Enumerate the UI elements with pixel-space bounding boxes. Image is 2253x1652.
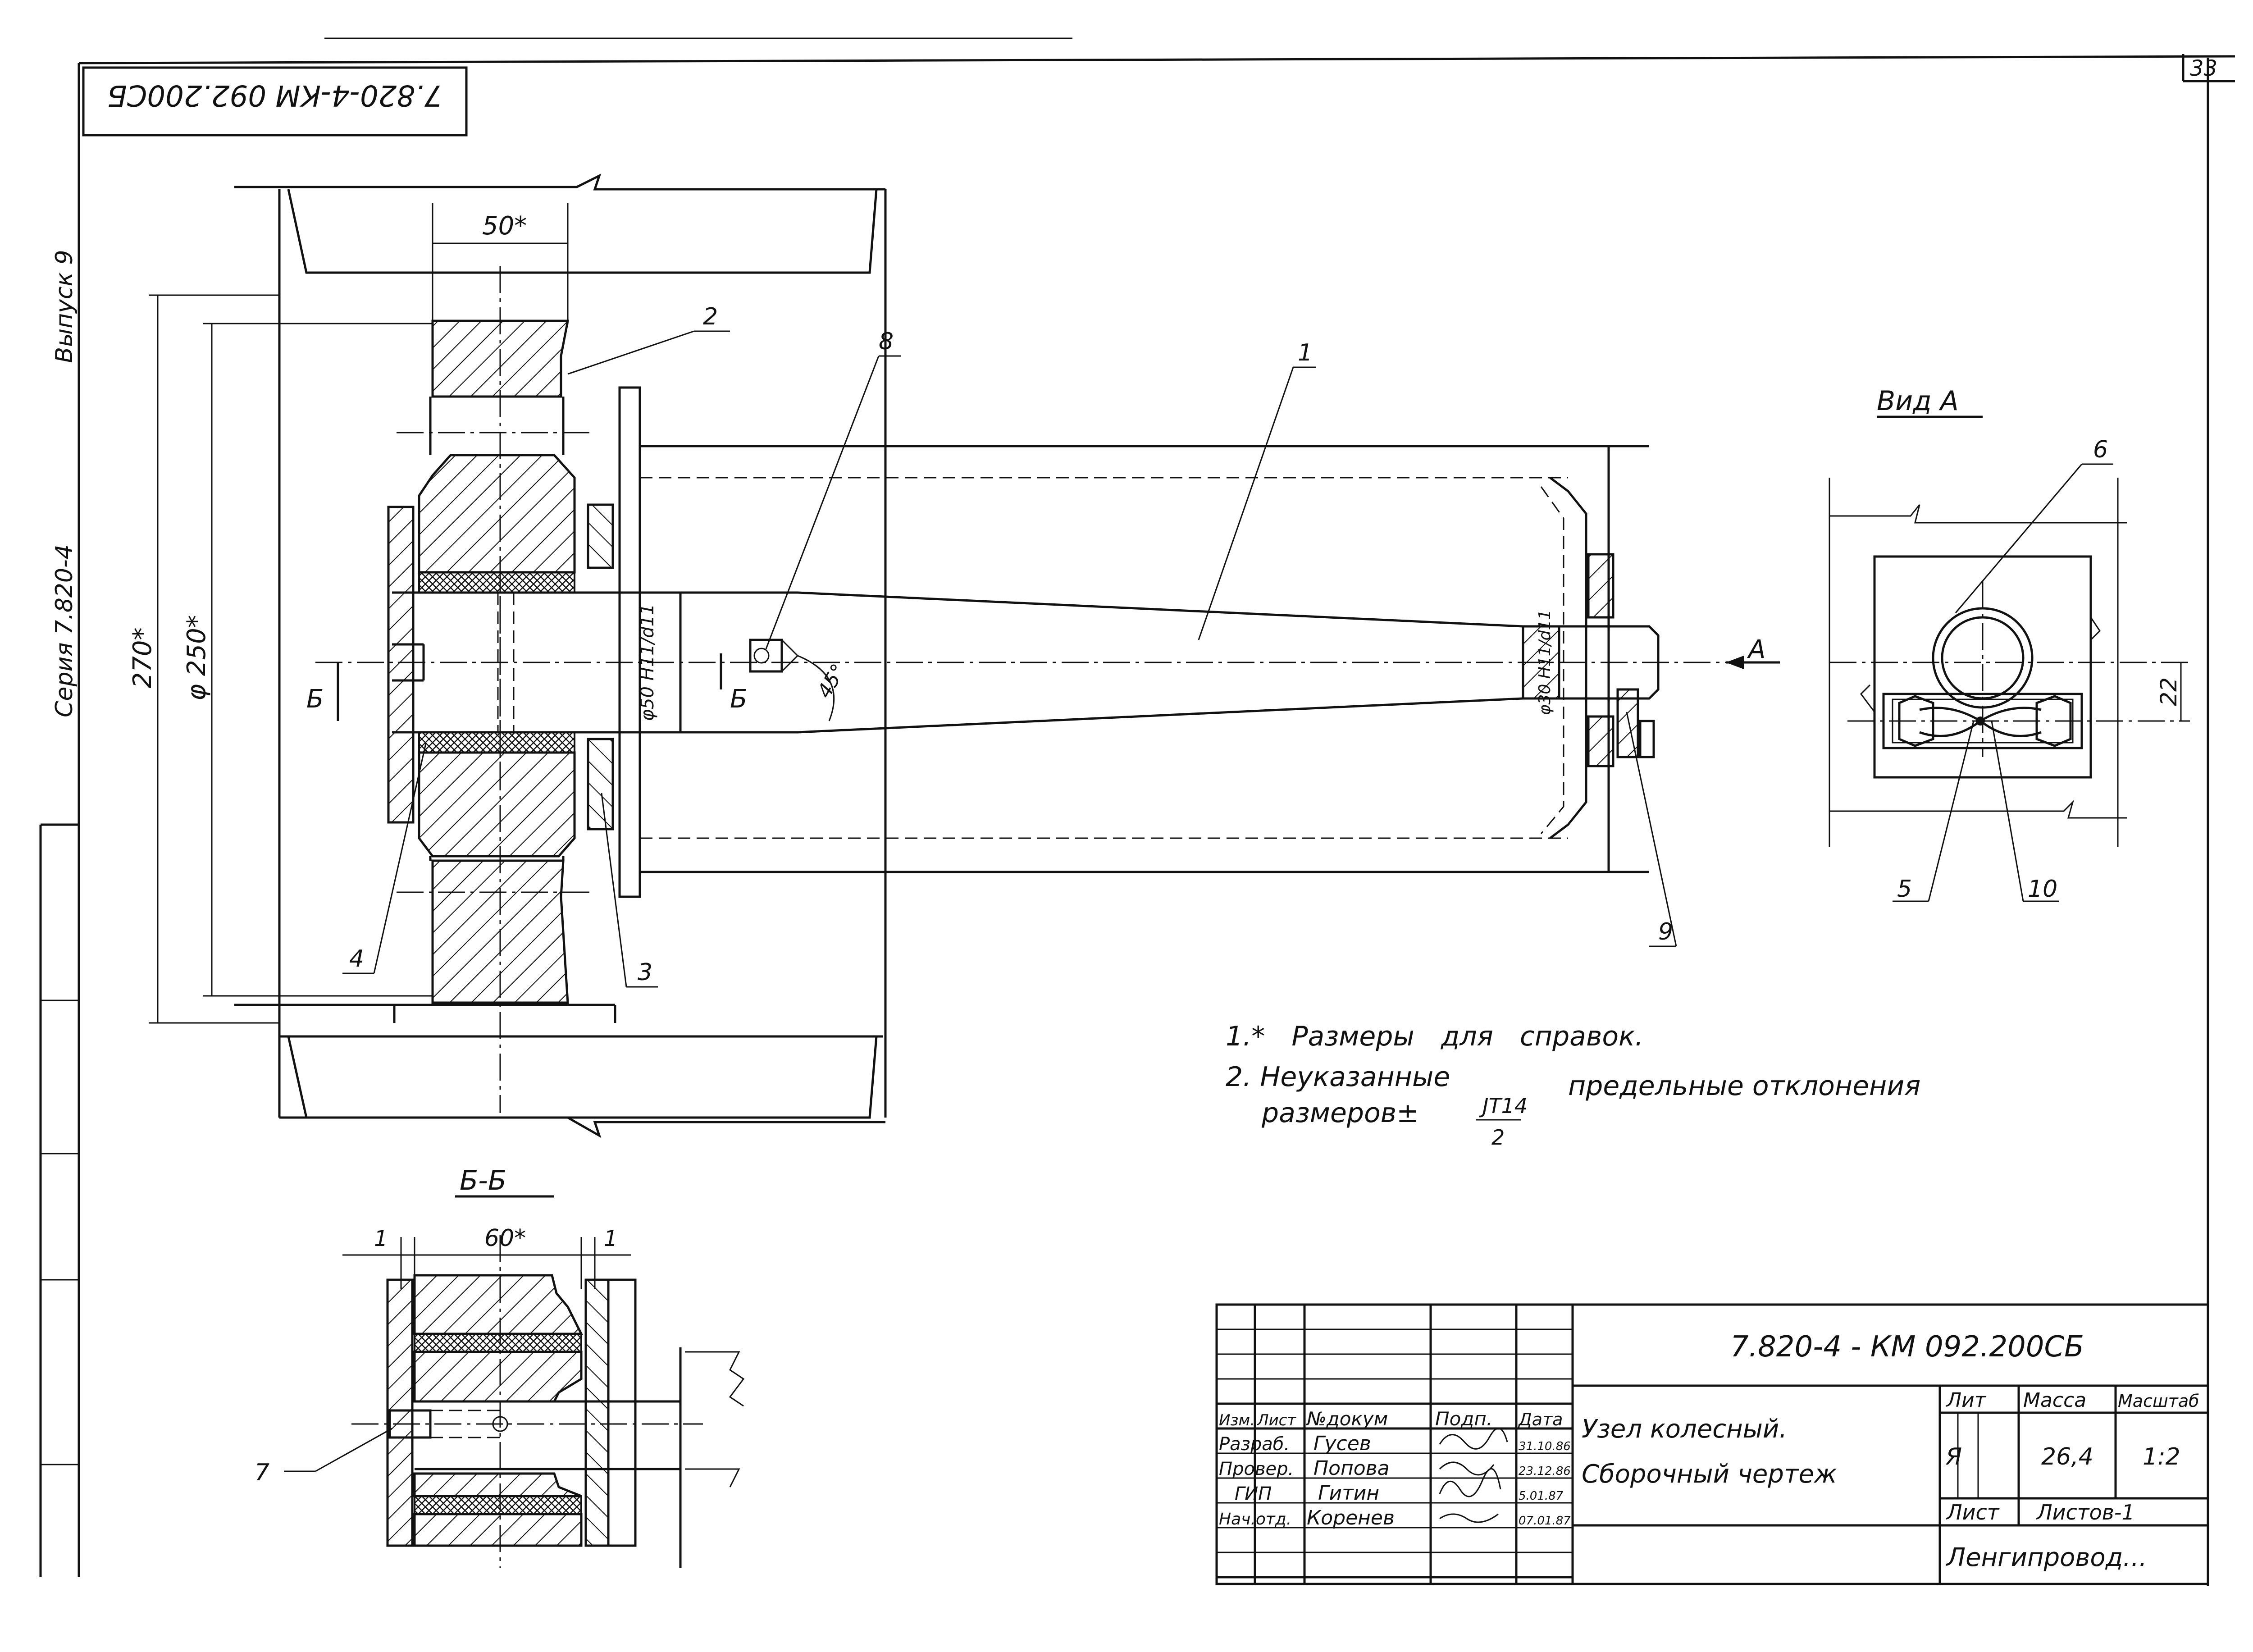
organization: Ленгипровод... [1946, 1543, 2147, 1572]
document-code-rotated: 7.820-4-КМ 092.200СБ [107, 78, 442, 112]
section-bb-dim-60: 60* [484, 1225, 526, 1252]
scale-value: 1:2 [2143, 1443, 2180, 1470]
note-2a: 2. Неуказанные [1226, 1061, 1450, 1093]
row-date-1: 31.10.86 [1519, 1440, 1571, 1453]
main-view [149, 173, 1780, 1138]
section-bb-title: Б-Б [460, 1165, 506, 1196]
callout-7: 7 [255, 1459, 269, 1486]
row-name-1: Гусев [1313, 1432, 1371, 1455]
dim-diameter-250: φ 250* [182, 615, 211, 701]
shaft-fit-right: φ30 H11/d11 [1536, 610, 1554, 716]
callout-8: 8 [879, 328, 894, 355]
title-block [1215, 1303, 2209, 1585]
issue-label: Выпуск 9 [51, 250, 78, 363]
callout-3: 3 [638, 959, 652, 986]
dim-outer-270: 270* [128, 628, 157, 689]
row-name-4: Коренев [1307, 1506, 1395, 1529]
view-a [1829, 415, 2190, 902]
series-label: Серия 7.820-4 [51, 544, 78, 717]
title-name-line2: Сборочный чертеж [1582, 1460, 1837, 1489]
shaft-fit-left: φ50 H11/d11 [637, 604, 658, 721]
mass-label: Масса [2023, 1389, 2086, 1412]
section-bb [284, 1195, 745, 1568]
scale-label: Масштаб [2118, 1391, 2199, 1411]
row-date-3: 5.01.87 [1519, 1489, 1564, 1503]
page-number: 33 [2190, 56, 2217, 81]
col-header-izm: Изм. [1219, 1411, 1255, 1429]
callout-2: 2 [703, 303, 718, 330]
lit-value: Я [1945, 1443, 1962, 1470]
callout-6: 6 [2093, 436, 2108, 463]
callout-5: 5 [1897, 876, 1912, 903]
view-a-title: Вид А [1877, 385, 1959, 417]
row-role-2: Провер. [1219, 1459, 1294, 1479]
note-3-denominator: 2 [1491, 1125, 1505, 1150]
col-header-date: Дата [1518, 1410, 1563, 1429]
section-mark-left: Б [306, 685, 324, 714]
note-3-numerator: JT14 [1479, 1094, 1528, 1118]
col-header-doc: №докум [1306, 1408, 1388, 1430]
row-role-1: Разраб. [1219, 1434, 1290, 1455]
col-header-list: Лист [1256, 1411, 1296, 1429]
col-header-sign: Подп. [1435, 1408, 1492, 1430]
section-bb-gap-left: 1 [374, 1226, 388, 1251]
dim-width-50: 50* [482, 211, 527, 241]
note-1: 1.* Размеры для справок. [1226, 1021, 1643, 1052]
row-date-4: 07.01.87 [1519, 1514, 1571, 1528]
callout-4: 4 [349, 945, 364, 972]
row-date-2: 23.12.86 [1519, 1465, 1571, 1478]
sheet-label: Лист [1946, 1500, 2000, 1524]
row-name-2: Попова [1313, 1457, 1390, 1480]
callout-9: 9 [1658, 918, 1673, 945]
row-name-3: Гитин [1318, 1482, 1379, 1505]
note-2b: предельные отклонения [1568, 1070, 1920, 1102]
note-3a: размеров± [1261, 1097, 1419, 1129]
angle-label: 45° [813, 660, 850, 702]
title-name-line1: Узел колесный. [1582, 1415, 1787, 1444]
callout-10: 10 [2028, 876, 2057, 903]
row-role-4: Нач.отд. [1219, 1510, 1291, 1529]
view-a-dim-22: 22 [2156, 677, 2182, 706]
sheets-label: Листов-1 [2036, 1500, 2135, 1524]
row-role-3: ГИП [1235, 1483, 1272, 1504]
notes-block: 1.* Размеры для справок. 2. Неуказанные … [1226, 1021, 1920, 1150]
title-designation: 7.820-4 - КМ 092.200СБ [1730, 1330, 2084, 1364]
section-bb-gap-right: 1 [604, 1226, 618, 1251]
view-mark-a: А [1747, 635, 1765, 664]
section-mark-right: Б [730, 685, 747, 714]
mass-value: 26,4 [2041, 1443, 2093, 1470]
lit-label: Лит [1946, 1389, 1987, 1412]
callout-1: 1 [1298, 339, 1313, 366]
